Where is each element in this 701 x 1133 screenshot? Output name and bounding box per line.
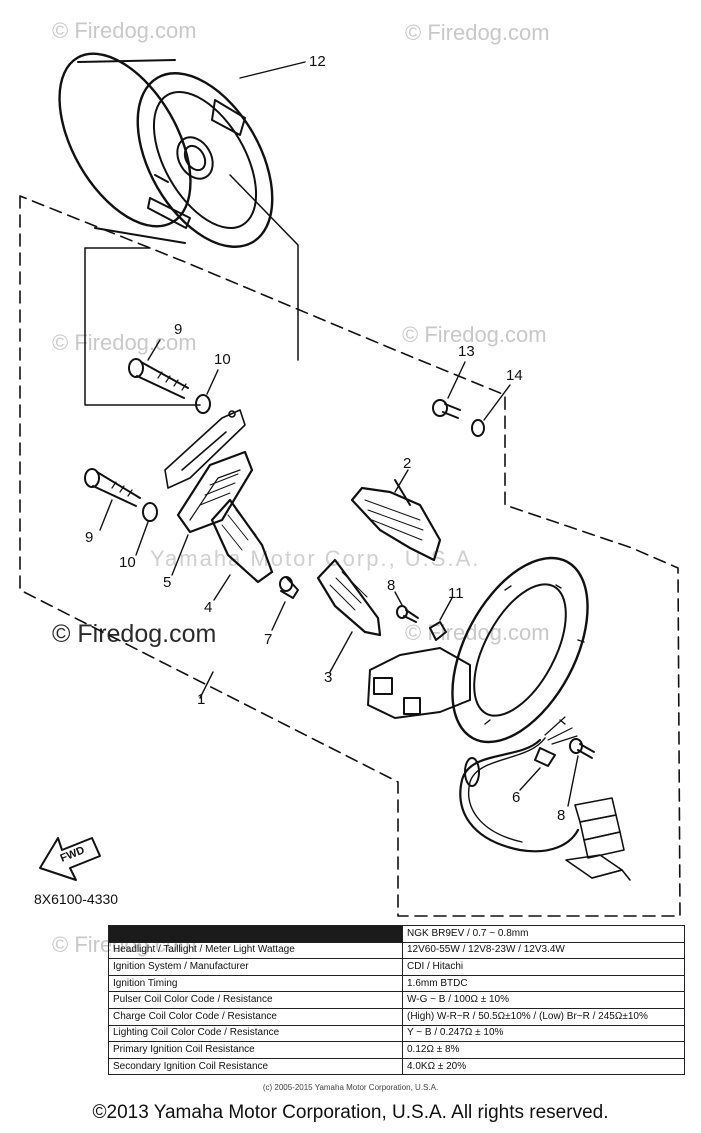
spec-label: Ignition Timing (108, 974, 403, 993)
flywheel-rotor (58, 52, 274, 248)
spec-label: Primary Ignition Coil Resistance (108, 1041, 403, 1059)
callout-8-lower: 8 (557, 807, 566, 824)
small-credit: (c) 2005-2015 Yamaha Motor Corporation, … (262, 1083, 439, 1092)
wire-harness (459, 716, 631, 881)
callout-3: 3 (324, 669, 333, 686)
source-coil-4 (210, 498, 274, 584)
stator-base-plate (367, 556, 589, 744)
spec-row: Headlight / Taillight / Meter Light Watt… (108, 941, 685, 960)
spec-label: Headlight / Taillight / Meter Light Watt… (108, 941, 403, 960)
washer-10-upper (195, 394, 211, 414)
callout-13: 13 (458, 343, 475, 360)
spec-value: 12V60-55W / 12V8-23W / 12V3.4W (402, 941, 685, 960)
callout-11: 11 (448, 585, 464, 602)
connector-bundle (565, 797, 631, 881)
pulser-coil (176, 450, 254, 534)
assembly-outline (19, 195, 681, 917)
watermark-main: © Firedog.com (52, 620, 217, 648)
watermark-mid-left: © Firedog.com (52, 330, 197, 355)
spec-value: CDI / Hitachi (402, 958, 685, 976)
diagram-part-code: 8X6100-4330 (34, 891, 119, 907)
spec-label: Lighting Coil Color Code / Resistance (108, 1024, 403, 1043)
spec-value: 4.0KΩ ± 20% (402, 1057, 685, 1076)
spec-row: Charge Coil Color Code / Resistance(High… (108, 1007, 685, 1026)
bolt-9-upper (128, 358, 189, 399)
screw-8-lower (569, 738, 595, 759)
bolt-9-lower (84, 468, 141, 507)
fwd-arrow-icon (39, 837, 101, 881)
callout-6: 6 (512, 789, 521, 806)
bolt-13 (432, 399, 461, 419)
spacer-7 (279, 576, 299, 599)
charge-coil-2 (350, 479, 442, 562)
spec-label (108, 925, 403, 943)
lighting-coil-3 (316, 558, 382, 637)
spec-value: NGK BR9EV / 0.7 ~ 0.8mm (402, 925, 685, 943)
spec-value: 0.12Ω ± 8% (402, 1041, 685, 1059)
spec-value: W-G ~ B / 100Ω ± 10% (402, 991, 685, 1009)
watermark-top-left: © Firedog.com (52, 18, 197, 43)
callout-1: 1 (197, 691, 206, 708)
spec-value: 1.6mm BTDC (402, 974, 685, 993)
copyright-notice: ©2013 Yamaha Motor Corporation, U.S.A. A… (92, 1102, 609, 1123)
callout-12: 12 (309, 53, 326, 70)
screw-8-upper (396, 605, 419, 623)
spec-label: Ignition System / Manufacturer (108, 958, 403, 976)
callout-2: 2 (403, 455, 412, 472)
watermark-center: Yamaha Motor Corp., U.S.A. (150, 546, 481, 571)
spec-label: Secondary Ignition Coil Resistance (108, 1057, 403, 1076)
watermark-top-right: © Firedog.com (405, 20, 550, 45)
callout-10-upper: 10 (214, 351, 231, 368)
callout-8-upper: 8 (387, 577, 396, 594)
spec-value: Y ~ B / 0.247Ω ± 10% (402, 1024, 685, 1043)
clamp-11 (429, 621, 447, 641)
bracket-plate (164, 409, 246, 489)
callout-4: 4 (204, 599, 213, 616)
spec-row: NGK BR9EV / 0.7 ~ 0.8mm (108, 925, 685, 943)
callout-10-lower: 10 (119, 554, 136, 571)
callout-5: 5 (163, 574, 172, 591)
callout-14: 14 (506, 367, 523, 384)
watermark-mid-right: © Firedog.com (402, 322, 547, 347)
spec-label: Pulser Coil Color Code / Resistance (108, 991, 403, 1009)
callout-7: 7 (264, 631, 273, 648)
washer-10-lower (142, 502, 158, 522)
watermark-right-lower: © Firedog.com (405, 620, 550, 645)
spec-label: Charge Coil Color Code / Resistance (108, 1007, 403, 1026)
callout-9-lower: 9 (85, 529, 94, 546)
washer-14 (471, 419, 485, 437)
spec-value: (High) W-R~R / 50.5Ω±10% / (Low) Br~R / … (402, 1007, 685, 1026)
callout-9-upper: 9 (174, 321, 183, 338)
